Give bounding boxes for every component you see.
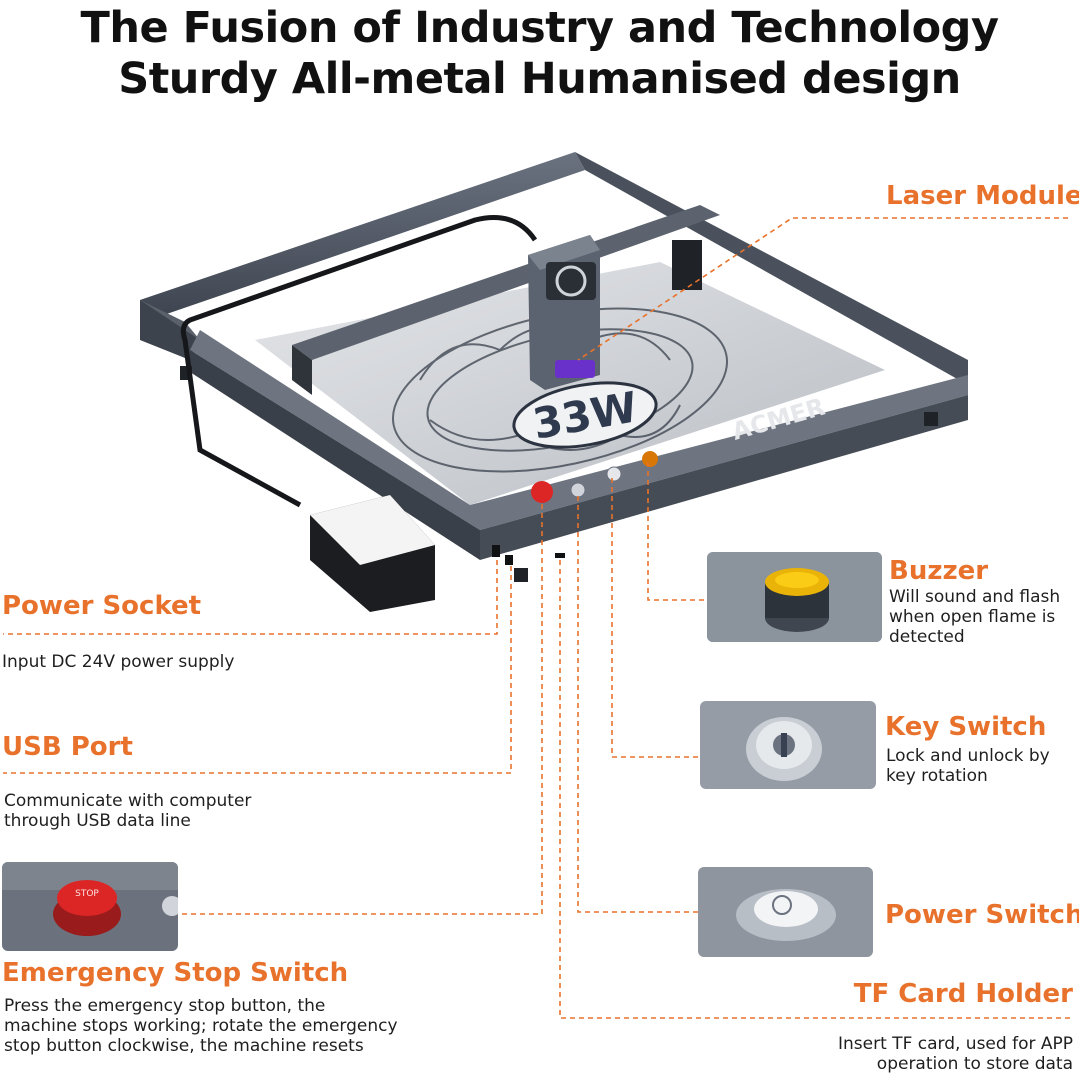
tf-card-holder-label: TF Card Holder <box>853 979 1073 1009</box>
buzzer-icon <box>642 451 658 467</box>
usb-port-description: Communicate with computer through USB da… <box>4 791 252 831</box>
emergency-stop-icon <box>531 481 553 503</box>
key-switch-label: Key Switch <box>885 712 1047 742</box>
laser-module-label: Laser Module <box>886 181 1079 211</box>
tf-card-slot-icon <box>555 553 565 558</box>
emergency-stop-description: Press the emergency stop button, the mac… <box>4 996 398 1056</box>
power-switch-label: Power Switch <box>885 900 1079 930</box>
key-switch-description: Lock and unlock by key rotation <box>886 746 1050 786</box>
key-switch-icon <box>606 466 622 482</box>
usb-port-label: USB Port <box>2 732 133 762</box>
tf-card-holder-description: Insert TF card, used for APP operation t… <box>838 1034 1073 1074</box>
emergency-stop-label: Emergency Stop Switch <box>2 958 349 988</box>
emergency-stop-thumbnail: STOP <box>2 862 178 951</box>
key-switch-thumbnail <box>700 701 876 789</box>
headline-line-1: The Fusion of Industry and Technology <box>80 3 999 53</box>
buzzer-thumbnail <box>707 552 882 642</box>
headline-line-2: Sturdy All-metal Humanised design <box>118 54 961 104</box>
buzzer-label: Buzzer <box>889 556 989 586</box>
stop-button-label: STOP <box>75 889 99 899</box>
buzzer-description: Will sound and flash when open flame is … <box>889 587 1061 647</box>
usb-port-icon <box>505 555 513 565</box>
power-socket-icon <box>492 545 500 557</box>
power-socket-description: Input DC 24V power supply <box>2 652 235 672</box>
power-socket-label: Power Socket <box>2 591 202 621</box>
power-switch-thumbnail <box>698 867 873 957</box>
